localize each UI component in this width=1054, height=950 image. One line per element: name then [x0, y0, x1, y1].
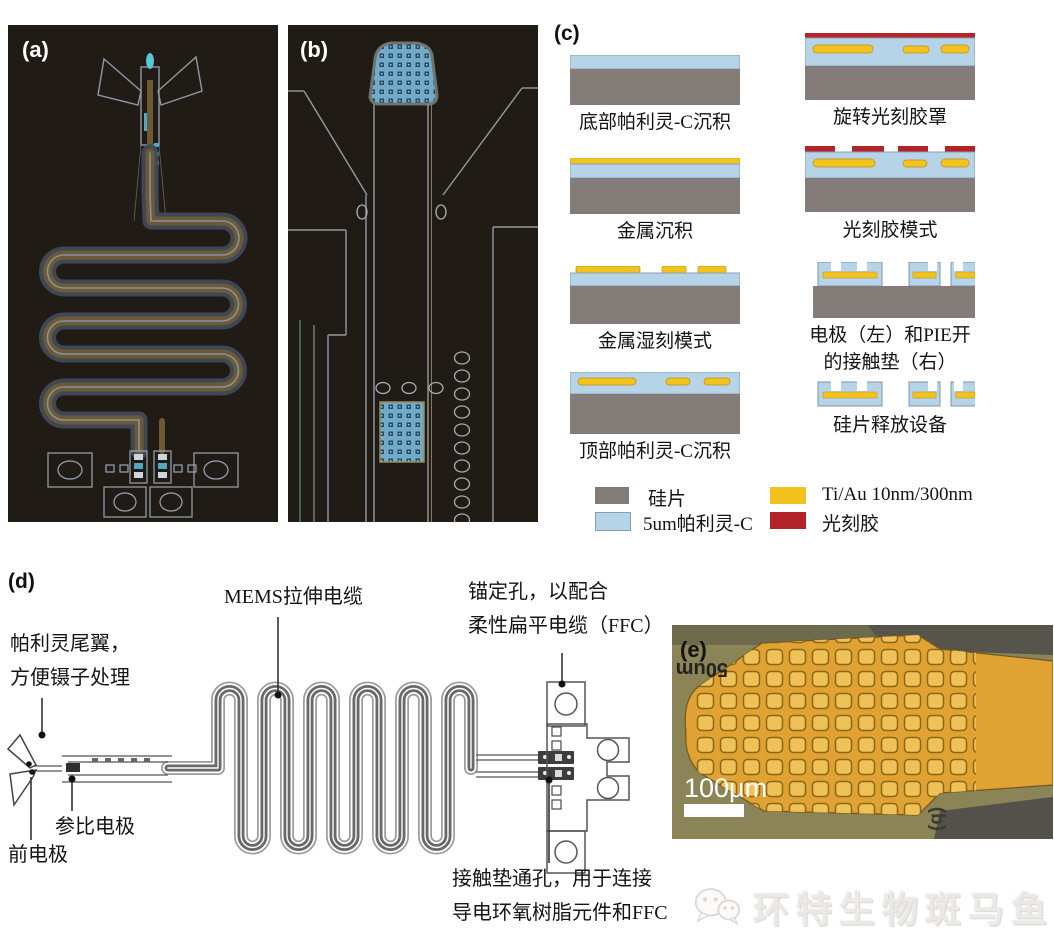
pad-vias: [134, 454, 167, 478]
probe-shank-outline: [30, 755, 172, 783]
front-electrode-dot: [26, 761, 32, 767]
annotation-anchor-hole-line1: 锚定孔，以配合: [468, 581, 608, 603]
release-hole-markers: [356, 204, 471, 522]
probe-tip-marker: [146, 53, 154, 69]
cross-section-diagram: [570, 158, 740, 214]
annotation-reference-electrode: 参比电极: [55, 816, 135, 838]
annotation-pad-via-line2: 导电环氧树脂元件和FFC: [452, 902, 668, 924]
mesh-electrode-grid: [696, 635, 976, 815]
fab-step-release: 硅片释放设备: [795, 380, 985, 439]
panel-e-micrograph: (e) 50um 100μm (q): [672, 625, 1053, 839]
contact-pad-strips: [538, 751, 574, 780]
cross-section-diagram: [570, 55, 740, 105]
step-caption: 电极（左）和PIE开: [809, 325, 971, 346]
micrograph-corner-dark-bottom: [934, 797, 1053, 839]
step-caption-line2: 的接触垫（右）: [823, 351, 957, 373]
step-caption: 金属沉积: [616, 221, 693, 242]
legend-label-tiau: Ti/Au 10nm/300nm: [822, 484, 973, 505]
annotation-mems-cable: MEMS拉伸电缆: [224, 586, 363, 608]
legend-label-photoresist: 光刻胶: [822, 514, 880, 535]
scale-bar-label: 100μm: [684, 773, 767, 803]
reference-electrode-pad: [66, 763, 80, 772]
panel-a-cad-layout: (a): [8, 25, 278, 522]
cross-section-diagram: [570, 266, 740, 324]
panel-e-label: (e): [680, 637, 707, 662]
legend-label-parylene: 5um帕利灵-C: [643, 514, 753, 535]
ffc-connector-plate: [546, 681, 630, 874]
annotation-front-electrode: 前电极: [8, 844, 68, 866]
cross-section-diagram: [805, 146, 975, 212]
step-caption: 硅片释放设备: [832, 415, 947, 436]
serpentine-cable: [39, 144, 248, 460]
front-electrode-dot2: [29, 769, 35, 775]
scale-bar: [684, 804, 744, 817]
rotated-corner-mark: (q): [926, 807, 947, 831]
wechat-icon: [694, 888, 741, 926]
contact-pad-region: [47, 450, 239, 518]
mesh-contact-pad: [379, 401, 425, 463]
legend-swatch-tiau: [770, 487, 806, 504]
panel-b-label: (b): [300, 37, 328, 62]
rotated-tip-scale-text: 50um: [676, 658, 728, 680]
panel-a-label: (a): [22, 37, 49, 62]
step-caption: 底部帕利灵-C沉积: [578, 112, 731, 133]
cross-section-diagram: [813, 262, 975, 318]
legend-swatch-silicon: [595, 487, 629, 504]
annotation-tail-fin-line2: 方便镊子处理: [10, 667, 130, 689]
cross-section-diagram: [817, 381, 975, 407]
fab-step-metal-wet-etch: 金属湿刻模式: [560, 266, 750, 355]
panel-d-label: (d): [8, 570, 35, 593]
panel-d-schematic: [6, 617, 630, 874]
shank-electrode-sites: [92, 758, 150, 762]
fab-step-spin-photoresist: 旋转光刻胶罩: [795, 33, 985, 131]
annotation-pad-via-line1: 接触垫通孔，用于连接: [452, 868, 652, 890]
fab-step-photoresist-pattern: 光刻胶模式: [795, 146, 985, 244]
taper-outline: [133, 144, 167, 222]
fab-step-metal-deposition: 金属沉积: [560, 158, 750, 245]
output-cables: [476, 754, 538, 778]
legend-label-silicon: 硅片: [648, 489, 687, 510]
mesh-electrode-tip: [368, 41, 439, 106]
cross-section-diagram: [570, 372, 740, 434]
legend-swatch-parylene: [595, 512, 631, 531]
annotation-tail-fin-line1: 帕利灵尾翼，: [10, 633, 130, 655]
step-caption: 光刻胶模式: [842, 220, 938, 241]
fab-step-bottom-parylene: 底部帕利灵-C沉积: [560, 55, 750, 136]
fab-step-etch-open: 电极（左）和PIE开 的接触垫（右）: [795, 262, 985, 375]
cross-section-diagram: [805, 33, 975, 100]
parylene-tail-fin: [6, 733, 38, 808]
annotation-dots: [38, 680, 566, 784]
alignment-squares: [551, 726, 562, 810]
step-caption: 金属湿刻模式: [597, 331, 712, 352]
step-caption: 旋转光刻胶罩: [832, 107, 947, 128]
annotation-anchor-hole-line2: 柔性扁平电缆（FFC）: [468, 615, 664, 637]
legend-swatch-photoresist: [770, 512, 806, 529]
watermark-text: 环特生物斑马鱼: [752, 890, 1054, 930]
panel-c-label: (c): [554, 22, 580, 45]
step-caption: 顶部帕利灵-C沉积: [578, 441, 731, 462]
mems-serpentine-cable: [161, 681, 478, 855]
fab-step-top-parylene: 顶部帕利灵-C沉积: [560, 372, 750, 465]
watermark: 环特生物斑马鱼: [690, 872, 1054, 942]
annotation-pointers: [30, 617, 563, 863]
panel-b-cad-zoom: (b): [288, 25, 538, 522]
probe-column-outline: [288, 87, 538, 522]
gold-trace-shank: [147, 80, 153, 158]
